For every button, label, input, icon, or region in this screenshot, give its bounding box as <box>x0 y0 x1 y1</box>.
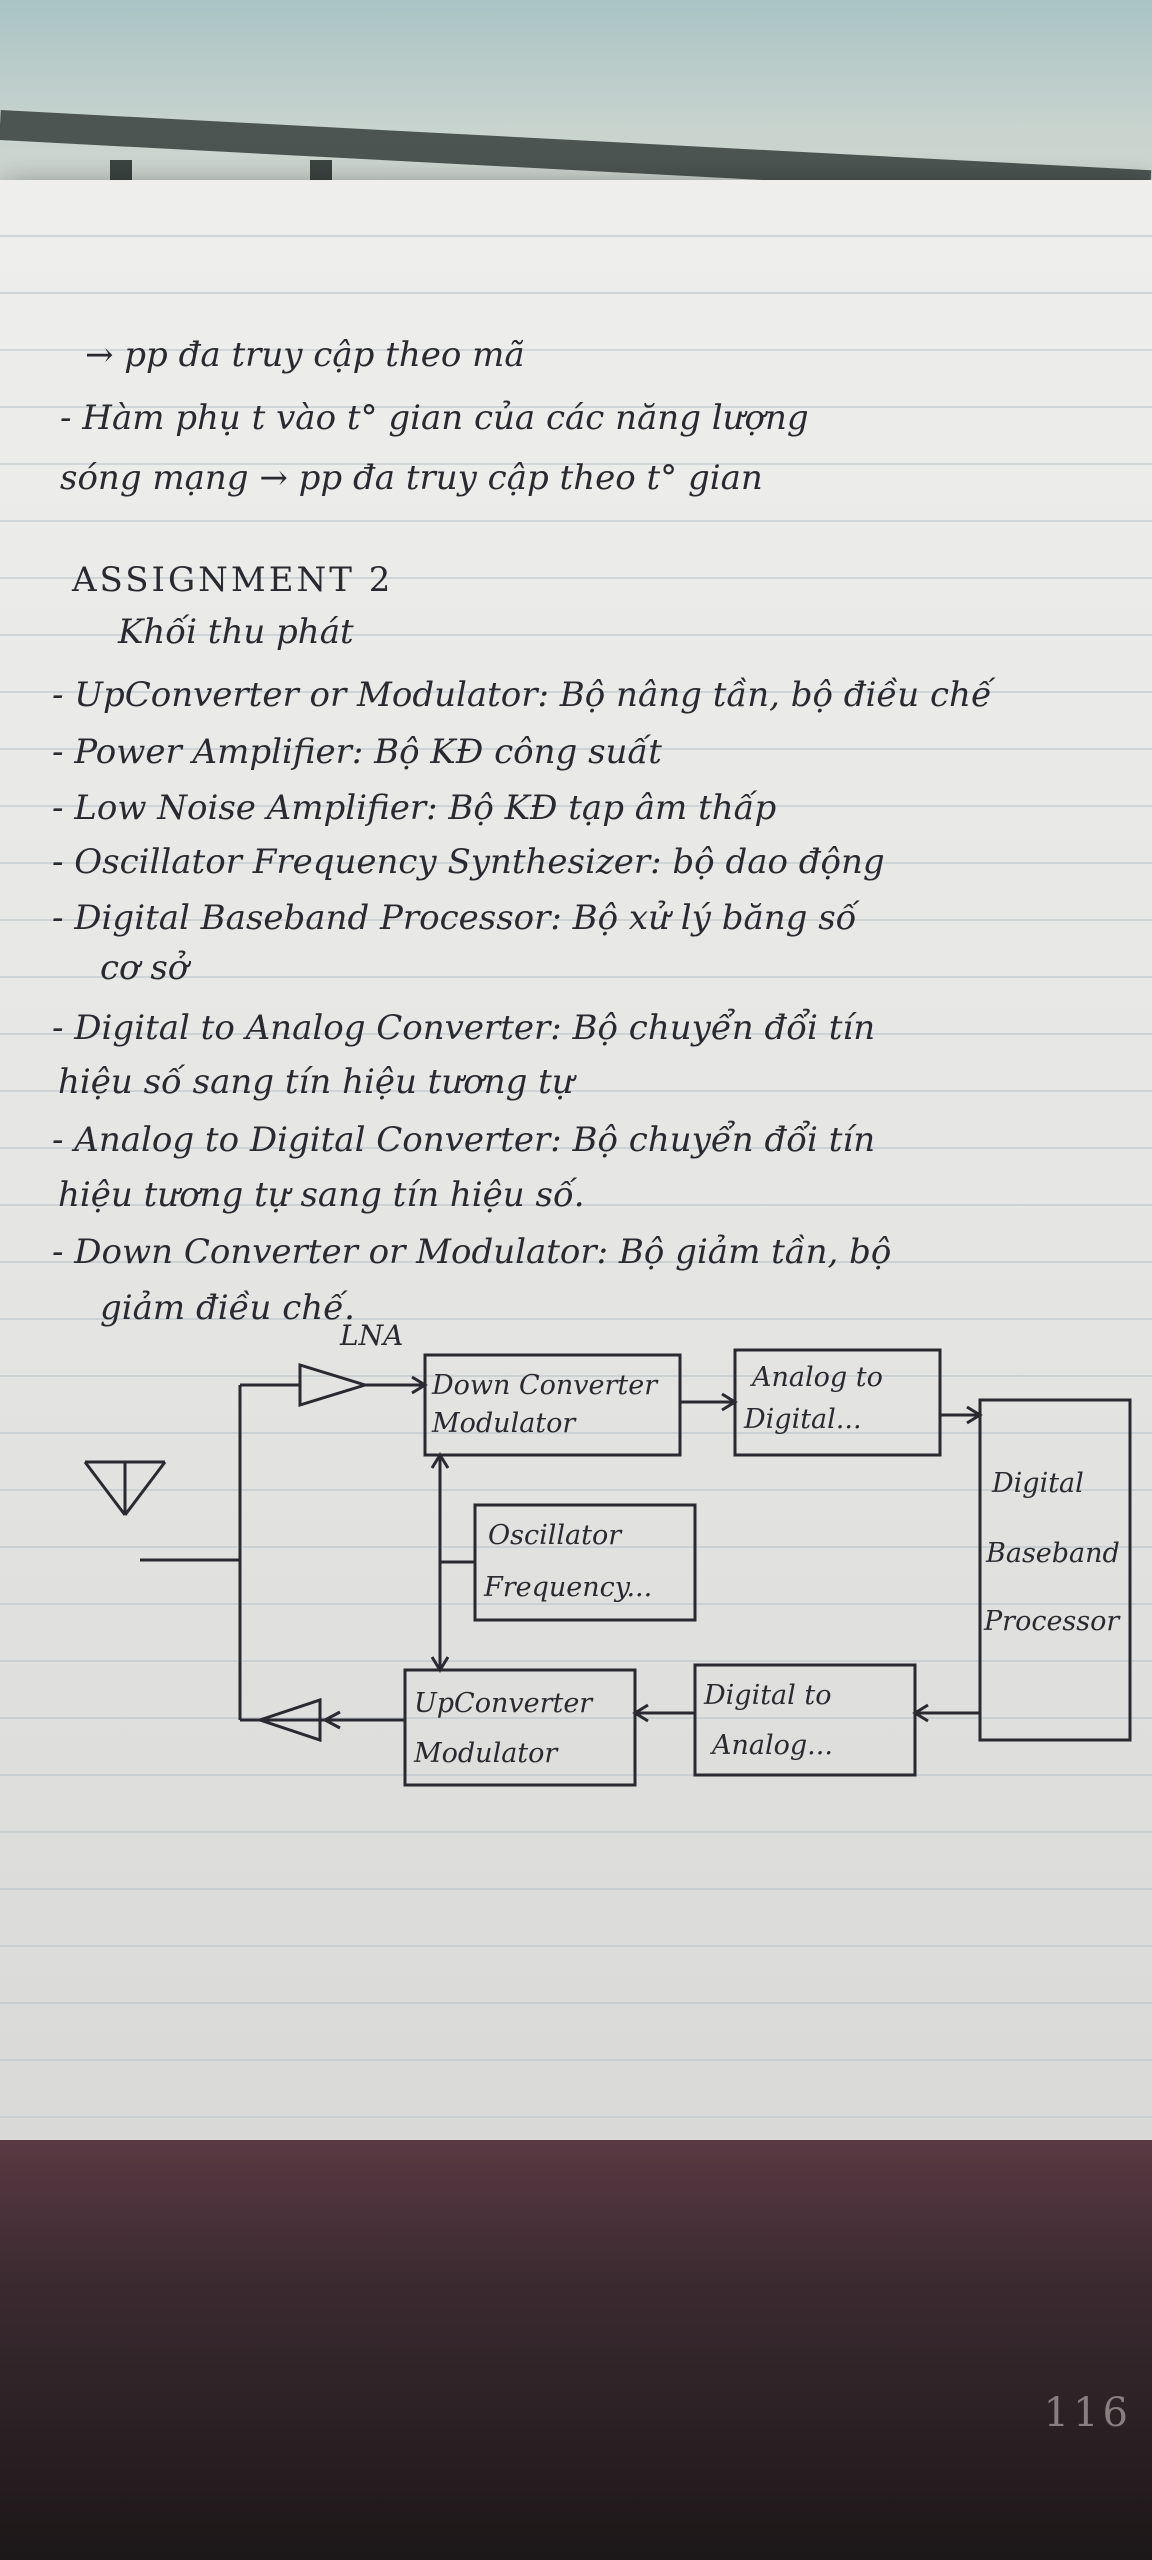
antenna-icon-left <box>83 1461 127 1516</box>
cover-corner-text: 116 <box>1043 2390 1132 2436</box>
lna-label: LNA <box>340 1319 404 1352</box>
down-converter-label-2: Modulator <box>432 1408 576 1439</box>
dac-box <box>693 1663 917 1777</box>
oscillator-label-1: Oscillator <box>488 1520 622 1551</box>
note-line-power-amplifier: - Power Amplifier: Bộ KĐ công suất <box>52 732 662 772</box>
note-line-oscillator: - Oscillator Frequency Synthesizer: bộ d… <box>52 842 885 882</box>
dbp-label-1: Digital <box>992 1468 1084 1499</box>
notebook-cover <box>0 2140 1152 2560</box>
adc-label-1: Analog to <box>752 1362 883 1393</box>
assignment-heading: ASSIGNMENT 2 <box>72 560 394 600</box>
note-line-downconverter-cont: giảm điều chế. <box>100 1288 355 1328</box>
dac-label-2: Analog... <box>712 1730 833 1761</box>
note-line-dac: - Digital to Analog Converter: Bộ chuyển… <box>52 1008 876 1048</box>
section-title: Khối thu phát <box>118 612 354 652</box>
dac-label-1: Digital to <box>704 1680 832 1711</box>
note-line-3: sóng mạng → pp đa truy cập theo t° gian <box>60 458 763 498</box>
up-converter-label-1: UpConverter <box>414 1688 593 1719</box>
note-line-upconverter: - UpConverter or Modulator: Bộ nâng tần,… <box>52 675 992 715</box>
up-converter-box <box>403 1668 637 1787</box>
note-line-2: - Hàm phụ t vào t° gian của các năng lượ… <box>60 398 809 438</box>
note-line-adc-cont: hiệu tương tự sang tín hiệu số. <box>58 1175 585 1215</box>
dbp-box <box>978 1398 1132 1742</box>
note-line-dac-cont: hiệu số sang tín hiệu tương tự <box>58 1062 574 1102</box>
down-converter-box <box>423 1353 682 1457</box>
adc-label-2: Digital... <box>744 1404 862 1435</box>
dbp-label-3: Processor <box>984 1606 1120 1637</box>
oscillator-label-2: Frequency... <box>484 1572 653 1603</box>
lna-amplifier-triangle <box>298 1362 371 1408</box>
note-line-downconverter: - Down Converter or Modulator: Bộ giảm t… <box>52 1232 892 1272</box>
dbp-label-2: Baseband <box>986 1538 1120 1569</box>
note-line-adc: - Analog to Digital Converter: Bộ chuyển… <box>52 1120 876 1160</box>
note-line-lna: - Low Noise Amplifier: Bộ KĐ tạp âm thấp <box>52 788 777 828</box>
down-converter-label-1: Down Converter <box>432 1370 658 1401</box>
antenna-icon-right <box>123 1461 167 1516</box>
note-line-1: → pp đa truy cập theo mã <box>85 335 525 375</box>
ruled-lines <box>0 180 1152 2150</box>
note-line-dbp: - Digital Baseband Processor: Bộ xử lý b… <box>52 898 857 938</box>
note-line-dbp-cont: cơ sở <box>100 948 189 988</box>
notebook-page <box>0 180 1152 2150</box>
up-converter-label-2: Modulator <box>414 1738 558 1769</box>
